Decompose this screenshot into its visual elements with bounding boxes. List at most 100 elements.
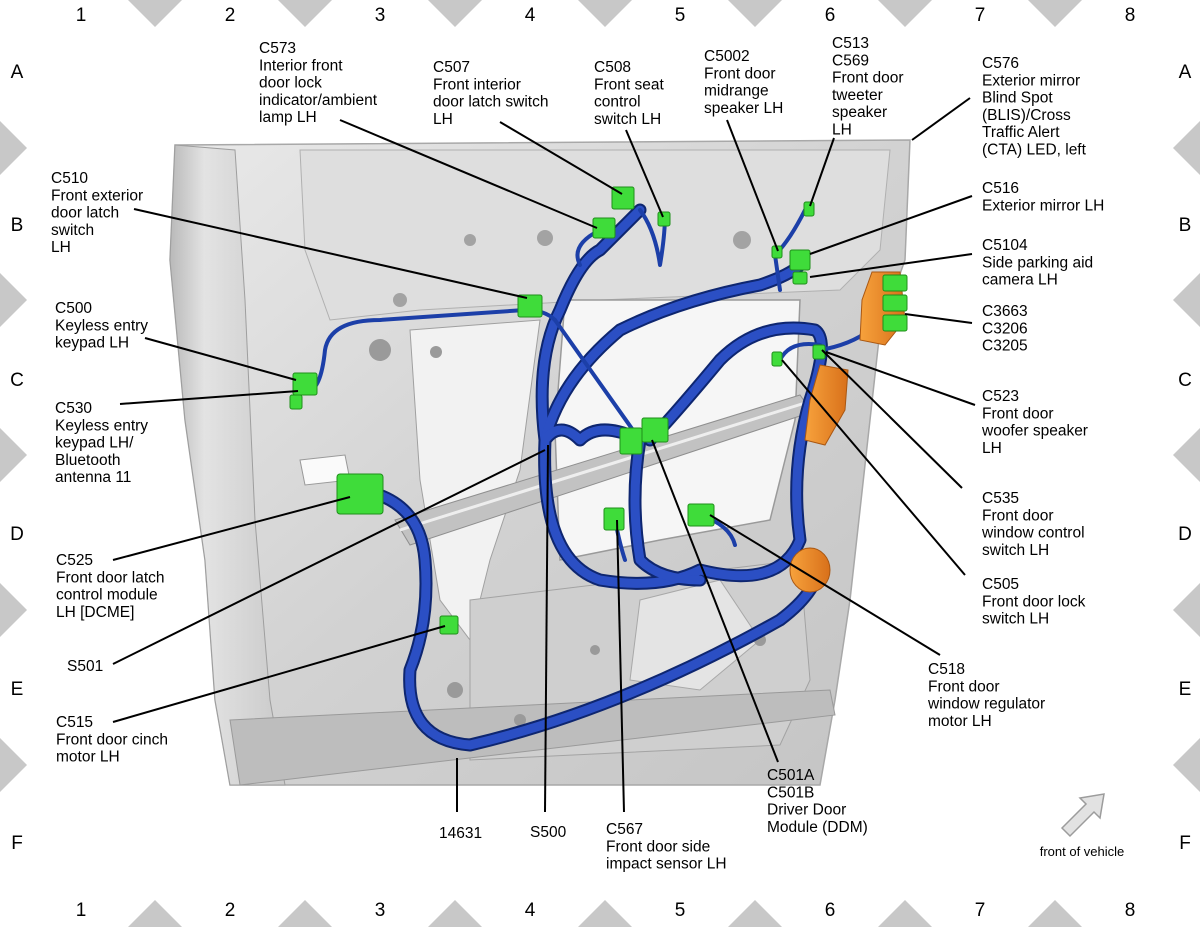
grid-marker: [0, 273, 27, 327]
front-of-vehicle-indicator: front of vehicle: [1040, 793, 1125, 859]
callout-line: C501A: [767, 767, 815, 784]
grid-marker: [0, 583, 27, 637]
callout-line: Module (DDM): [767, 819, 868, 836]
front-of-vehicle-label: front of vehicle: [1040, 844, 1125, 859]
grid-row-label-left: D: [10, 524, 24, 545]
callout-line: S501: [67, 658, 103, 675]
grid-row-label-left: E: [11, 679, 24, 700]
grid-column-label-bottom: 1: [76, 900, 87, 921]
callout-line: C515: [56, 714, 93, 731]
callout-line: door lock: [259, 75, 322, 92]
grid-marker: [1173, 583, 1200, 637]
callout-line: C573: [259, 40, 296, 57]
callout-line: C518: [928, 661, 965, 678]
callout-line: Exterior mirror: [982, 72, 1080, 89]
callout-line: Front door cinch: [56, 731, 168, 748]
callout-line: C500: [55, 300, 92, 317]
grid-column-label-bottom: 7: [975, 900, 986, 921]
grid-row-label-left: C: [10, 370, 24, 391]
callout-line: C513: [832, 35, 869, 52]
grid-marker: [728, 0, 782, 27]
callout-line: C530: [55, 400, 92, 417]
grid-marker: [578, 900, 632, 927]
callout-line: impact sensor LH: [606, 856, 727, 873]
grid-column-label-bottom: 3: [375, 900, 386, 921]
grid-column-label-top: 8: [1125, 5, 1136, 26]
callout-line: Front door latch: [56, 569, 165, 586]
callout-line: C516: [982, 180, 1019, 197]
grid-marker: [0, 738, 27, 792]
callout-line: C501B: [767, 784, 814, 801]
callout-line: C525: [56, 552, 93, 569]
callout-line: Front exterior: [51, 187, 143, 204]
callout-s500: S500: [530, 824, 567, 841]
callout-line: (CTA) LED, left: [982, 142, 1087, 159]
callout-line: LH: [433, 111, 453, 128]
callout-line: LH: [51, 239, 71, 256]
callout-line: C569: [832, 52, 869, 69]
callout-line: switch LH: [594, 111, 661, 128]
callout-line: Driver Door: [767, 802, 846, 819]
grid-column-label-bottom: 6: [825, 900, 836, 921]
grid-row-label-left: F: [11, 833, 23, 854]
callout-line: switch: [51, 222, 94, 239]
callout-line: Front door: [704, 65, 776, 82]
callout-line: tweeter: [832, 87, 883, 104]
callout-line: LH: [982, 440, 1002, 457]
callout-s501: S501: [67, 658, 103, 675]
callout-line: speaker: [832, 104, 887, 121]
callout-line: Front door: [982, 405, 1054, 422]
callout-line: C3663: [982, 303, 1028, 320]
callout-line: C508: [594, 59, 631, 76]
callout-line: indicator/ambient: [259, 92, 378, 109]
callout-line: Front seat: [594, 76, 664, 93]
callout-h14631: 14631: [439, 825, 482, 842]
grid-marker: [278, 900, 332, 927]
grid-marker: [128, 900, 182, 927]
callout-line: lamp LH: [259, 109, 317, 126]
callout-line: midrange: [704, 83, 769, 100]
callout-line: Traffic Alert: [982, 124, 1060, 141]
callout-line: motor LH: [56, 749, 120, 766]
callout-line: Front door lock: [982, 593, 1086, 610]
grid-marker: [728, 900, 782, 927]
grid-marker: [1173, 738, 1200, 792]
grid-row-label-left: A: [11, 62, 24, 83]
callout-line: C523: [982, 388, 1019, 405]
callout-line: keypad LH: [55, 335, 129, 352]
callout-line: window control: [981, 525, 1085, 542]
callout-line: C510: [51, 170, 88, 187]
callout-line: antenna 11: [55, 469, 131, 486]
grid-marker: [1028, 0, 1082, 27]
grid-column-label-top: 2: [225, 5, 236, 26]
grid-column-label-bottom: 2: [225, 900, 236, 921]
callout-line: C535: [982, 490, 1019, 507]
callout-line: Keyless entry: [55, 317, 148, 334]
callout-line: motor LH: [928, 713, 992, 730]
callout-line: window regulator: [927, 696, 1045, 713]
grid-marker: [1173, 428, 1200, 482]
callout-line: C576: [982, 55, 1019, 72]
grid-marker: [1028, 900, 1082, 927]
grid-column-label-top: 4: [525, 5, 536, 26]
callout-line: 14631: [439, 825, 482, 842]
grid-marker: [578, 0, 632, 27]
grid-column-label-top: 1: [76, 5, 87, 26]
